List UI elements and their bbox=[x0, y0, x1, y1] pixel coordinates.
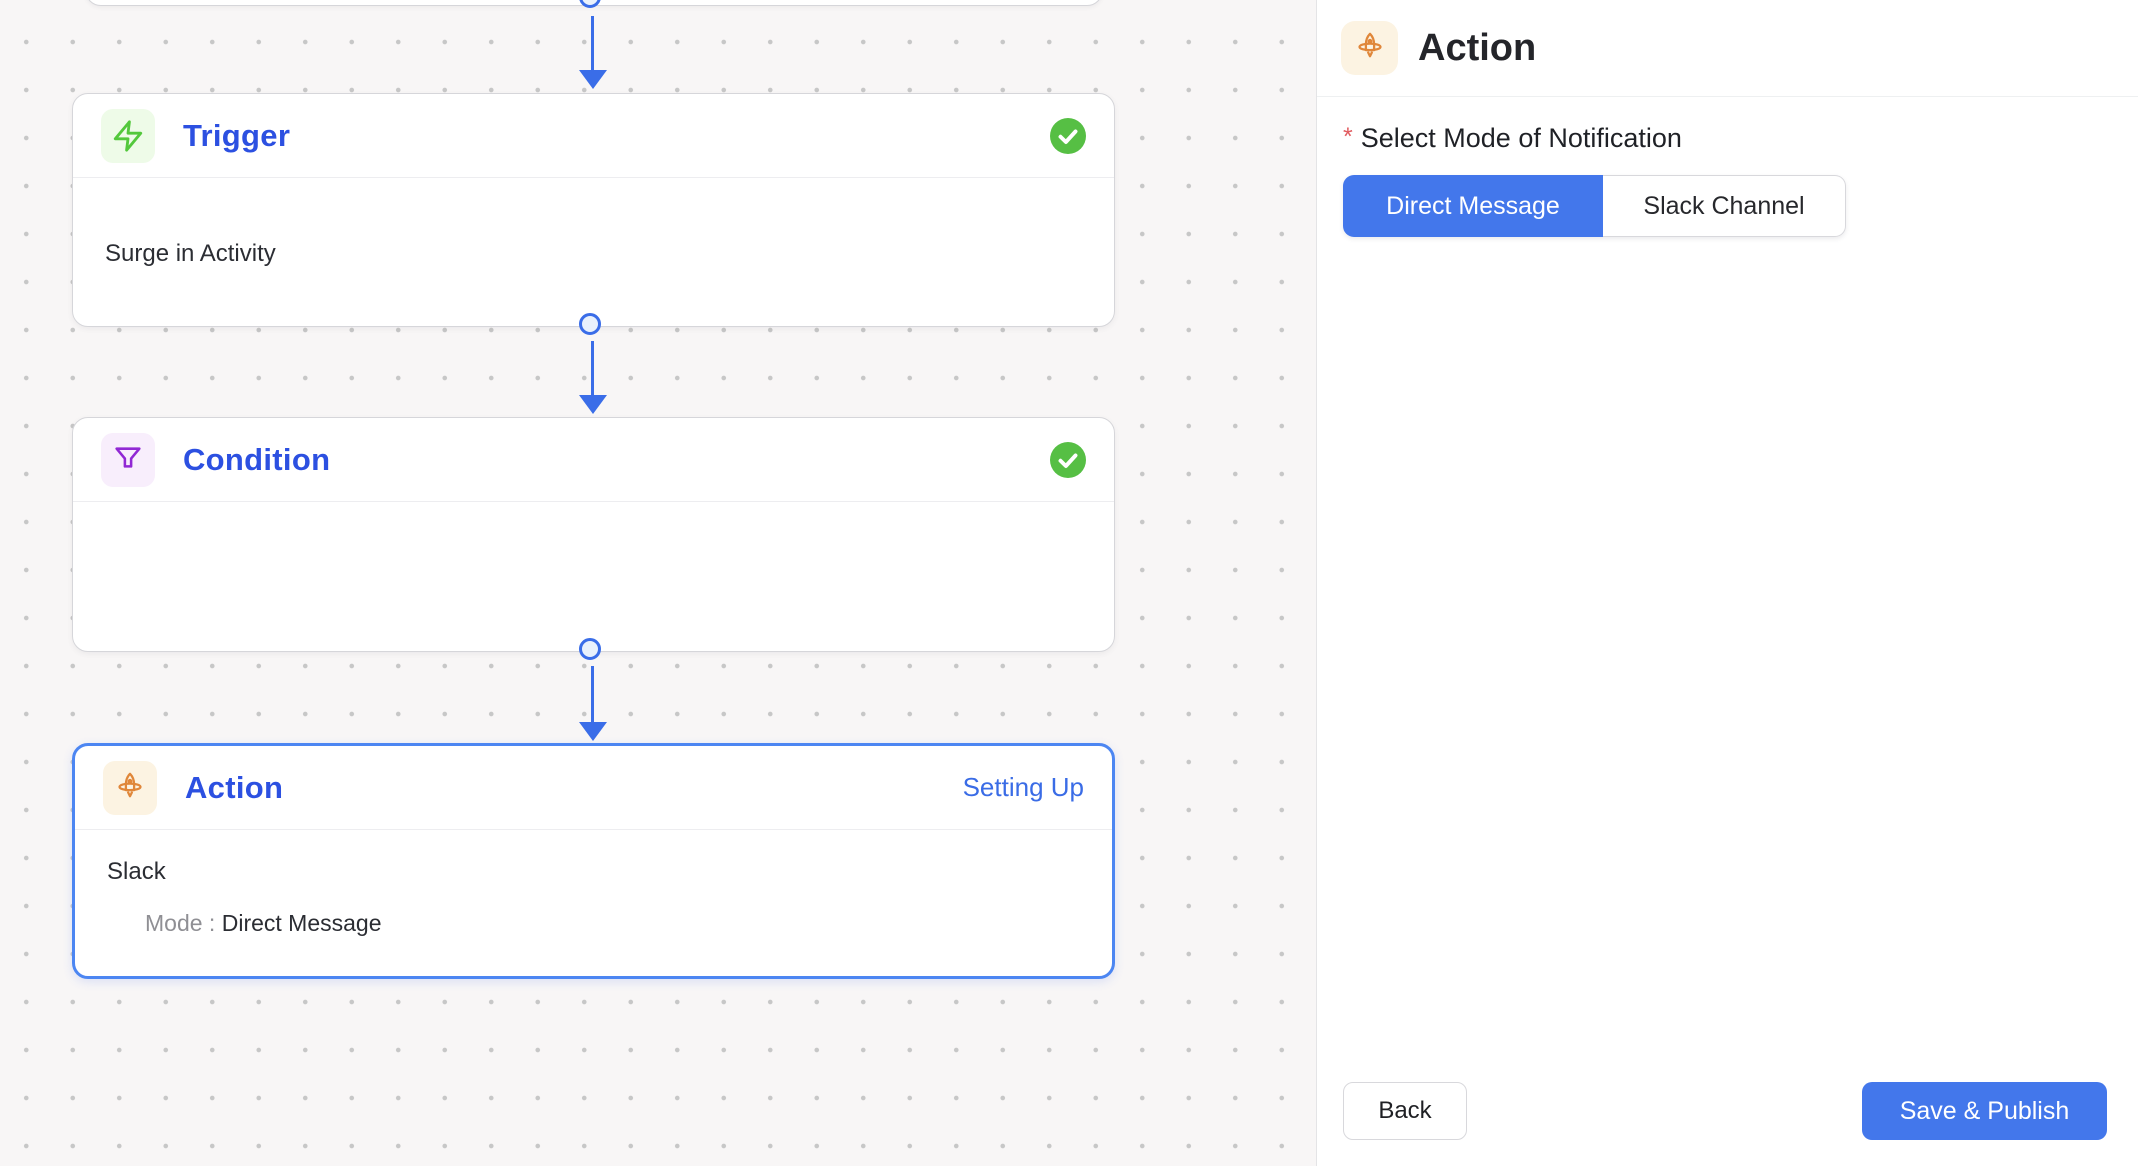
connector-arrowhead-icon bbox=[579, 395, 607, 414]
action-status-label: Setting Up bbox=[962, 772, 1084, 802]
connector-line bbox=[591, 666, 594, 722]
rocket-icon bbox=[1341, 21, 1398, 75]
workflow-node-condition[interactable]: Condition bbox=[72, 417, 1115, 652]
connector-port-dot[interactable] bbox=[579, 0, 601, 8]
action-node-header: Action Setting Up bbox=[75, 746, 1112, 830]
status-complete-icon bbox=[1050, 117, 1086, 154]
workflow-canvas[interactable]: Trigger Surge in Activity bbox=[0, 0, 1316, 1166]
condition-node-title: Condition bbox=[183, 441, 331, 477]
funnel-icon bbox=[101, 432, 155, 487]
panel-title: Action bbox=[1418, 26, 1537, 69]
connector-line bbox=[591, 341, 594, 395]
connector-arrowhead-icon bbox=[579, 722, 607, 741]
trigger-summary-text: Surge in Activity bbox=[105, 240, 276, 267]
action-app-name: Slack bbox=[107, 858, 166, 885]
config-panel-header: Action bbox=[1317, 0, 2138, 97]
rocket-icon bbox=[103, 760, 157, 815]
required-asterisk: * bbox=[1343, 123, 1353, 151]
trigger-node-title: Trigger bbox=[183, 117, 291, 153]
status-complete-icon bbox=[1050, 441, 1086, 478]
field-label-text: Select Mode of Notification bbox=[1360, 123, 1682, 153]
connector-arrowhead-icon bbox=[579, 70, 607, 89]
action-node-body: Slack Mode : Direct Message bbox=[75, 830, 1112, 937]
config-panel: Action *Select Mode of Notification Dire… bbox=[1316, 0, 2138, 1166]
workflow-node-trigger[interactable]: Trigger Surge in Activity bbox=[72, 93, 1115, 327]
toggle-option-direct-message[interactable]: Direct Message bbox=[1343, 175, 1603, 237]
action-mode-line: Mode : Direct Message bbox=[145, 910, 1080, 937]
config-panel-content: *Select Mode of Notification Direct Mess… bbox=[1317, 97, 2138, 237]
lightning-icon bbox=[101, 108, 155, 163]
notification-mode-toggle: Direct Message Slack Channel bbox=[1343, 175, 1846, 237]
action-mode-value: Direct Message bbox=[221, 910, 382, 936]
trigger-node-header: Trigger bbox=[73, 94, 1114, 178]
connector-port-dot[interactable] bbox=[579, 313, 601, 335]
config-panel-footer: Back Save & Publish bbox=[1317, 1082, 2138, 1140]
toggle-option-slack-channel[interactable]: Slack Channel bbox=[1603, 175, 1846, 237]
condition-node-header: Condition bbox=[73, 418, 1114, 502]
back-button[interactable]: Back bbox=[1343, 1082, 1467, 1140]
notification-mode-field-label: *Select Mode of Notification bbox=[1343, 123, 2112, 154]
save-publish-button[interactable]: Save & Publish bbox=[1862, 1082, 2107, 1140]
action-node-title: Action bbox=[185, 769, 284, 805]
workflow-node-action[interactable]: Action Setting Up Slack Mode : Direct Me… bbox=[72, 743, 1115, 979]
action-mode-label: Mode : bbox=[145, 910, 216, 936]
connector-port-dot[interactable] bbox=[579, 638, 601, 660]
connector-line bbox=[591, 16, 594, 70]
trigger-node-body: Surge in Activity bbox=[73, 178, 1114, 268]
